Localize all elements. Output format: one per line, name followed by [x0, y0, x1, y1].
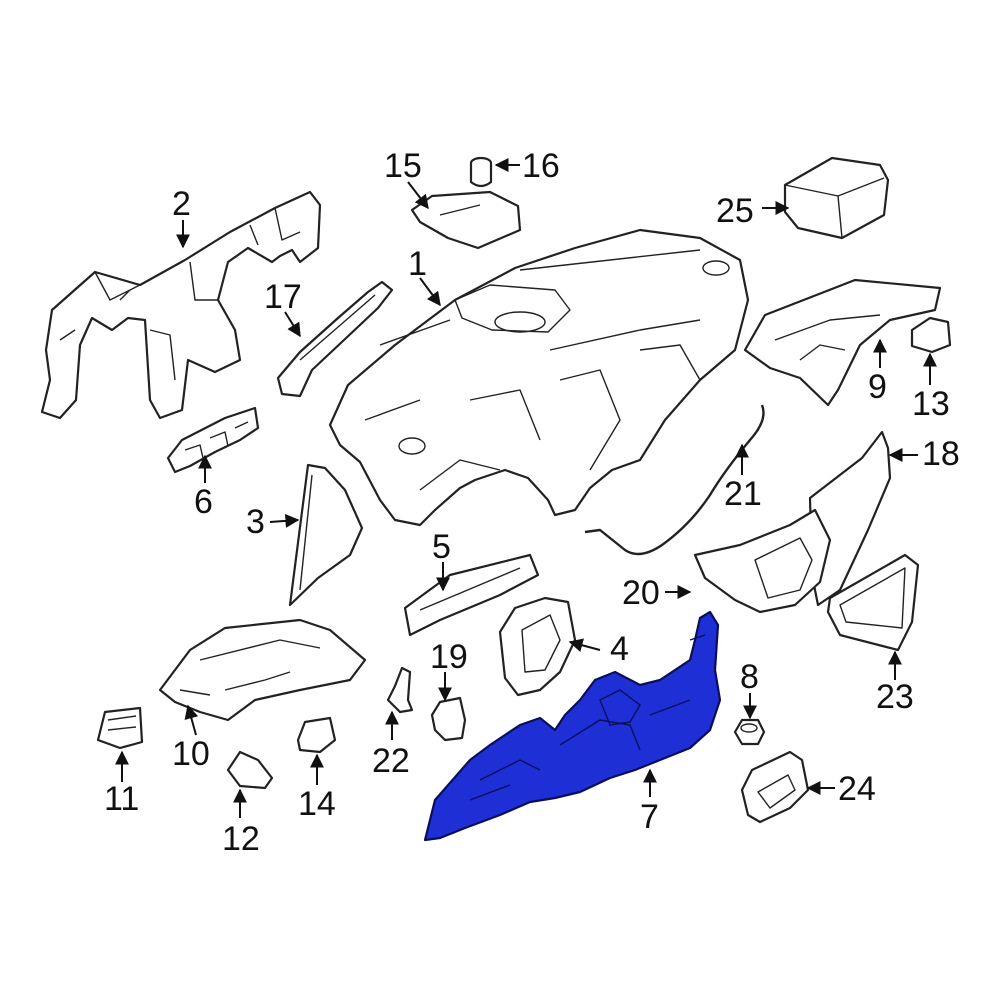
- part-13-latch[interactable]: [910, 316, 952, 354]
- callout-11: 11: [104, 780, 139, 818]
- callout-13: 13: [912, 385, 950, 423]
- callout-15: 15: [384, 147, 422, 185]
- part-11-switch[interactable]: [96, 706, 144, 750]
- part-12-clip[interactable]: [226, 750, 274, 790]
- callout-8: 8: [740, 658, 759, 696]
- callout-18: 18: [922, 435, 960, 473]
- part-18-upper-trim[interactable]: [808, 430, 892, 607]
- callout-24: 24: [838, 770, 876, 808]
- part-14-clip[interactable]: [296, 716, 337, 754]
- callout-3: 3: [246, 503, 265, 541]
- callout-22: 22: [372, 742, 410, 780]
- callout-14: 14: [298, 785, 336, 823]
- part-23-display-frame[interactable]: [826, 553, 920, 652]
- part-3-side-panel[interactable]: [288, 463, 364, 607]
- part-10-lower-tray[interactable]: [158, 618, 367, 722]
- callout-23: 23: [876, 678, 914, 716]
- part-4-duct[interactable]: [498, 596, 577, 697]
- callout-21: 21: [724, 475, 762, 513]
- part-21-wire-harness[interactable]: [584, 404, 765, 556]
- callout-17: 17: [264, 278, 302, 316]
- callout-7: 7: [640, 798, 659, 836]
- callout-16: 16: [522, 147, 560, 185]
- part-1-instrument-panel[interactable]: [328, 228, 750, 527]
- part-17-trim-strip[interactable]: [276, 280, 394, 398]
- part-5-bracket[interactable]: [403, 553, 540, 637]
- callout-20: 20: [622, 574, 660, 612]
- callout-9: 9: [868, 368, 887, 406]
- callout-19: 19: [430, 638, 468, 676]
- callout-4: 4: [610, 630, 629, 668]
- part-9-glove-box-door[interactable]: [743, 278, 942, 407]
- part-22-clip[interactable]: [386, 666, 414, 714]
- part-7-lower-dash-panel-highlighted[interactable]: [423, 610, 722, 842]
- part-15-cover-plate[interactable]: [410, 190, 522, 250]
- callout-2: 2: [172, 185, 191, 223]
- part-6-bracket[interactable]: [166, 406, 260, 474]
- part-19-clip[interactable]: [430, 696, 467, 742]
- callout-1: 1: [408, 245, 427, 283]
- callout-25: 25: [716, 192, 754, 230]
- callout-12: 12: [222, 820, 260, 858]
- callout-numbers: 1 2 3 4 5 6 7 8 9 10 11 12 13 14 15 16 1…: [104, 147, 960, 858]
- callout-6: 6: [194, 483, 213, 521]
- part-20-center-bezel[interactable]: [693, 508, 832, 614]
- part-2-cross-car-beam[interactable]: [40, 190, 322, 420]
- callout-5: 5: [432, 528, 451, 566]
- part-8-nut[interactable]: [733, 718, 766, 746]
- part-24-trim-bezel[interactable]: [740, 750, 810, 824]
- callout-10: 10: [172, 735, 210, 773]
- part-25-module[interactable]: [783, 156, 890, 240]
- callout-leaders: [115, 158, 937, 818]
- part-16-knob[interactable]: [469, 156, 493, 188]
